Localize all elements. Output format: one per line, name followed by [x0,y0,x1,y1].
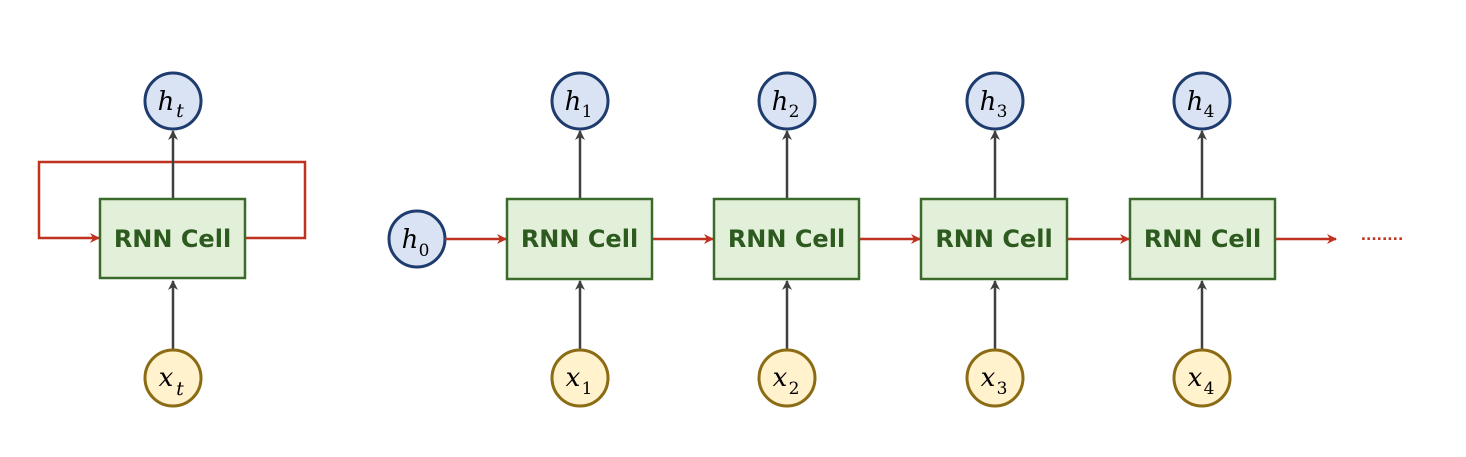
svg-text:h: h [565,87,582,117]
svg-text:x: x [773,363,788,393]
step-4-input-symbol: x [1188,363,1203,393]
svg-text:h: h [980,87,997,117]
step-3-output-symbol: h [980,87,997,117]
step-4-cell-label: RNN Cell [1144,225,1261,253]
svg-text:x: x [159,363,174,393]
initial-state-node: h 0 [387,209,447,269]
folded-rnn-cell: RNN Cell [98,197,247,280]
continuation-dots: ........ [1361,228,1404,244]
svg-text:x: x [981,363,996,393]
folded-output-node: h t [143,71,203,131]
step-1-output-node [550,71,610,131]
step-4-input-subscript: 4 [1204,379,1215,399]
step-2-rnn-cell [712,197,861,281]
step-2-output-subscript: 2 [789,102,800,122]
step-1-output-subscript: 1 [582,102,593,122]
svg-text:h: h [158,87,175,117]
step-1-input-node [550,348,610,408]
step-2-cell-label: RNN Cell [728,225,845,253]
step-4: RNN Cell h 4 x 4 [1128,71,1277,408]
step-3-input-node [965,348,1025,408]
step-2-output-symbol: h [772,87,789,117]
folded-output-symbol: h [158,87,175,117]
initial-state-subscript: 0 [419,241,430,261]
step-2-output-node [757,71,817,131]
svg-text:h: h [772,87,789,117]
step-3-input-symbol: x [981,363,996,393]
step-2-input-subscript: 2 [789,379,800,399]
folded-rnn: RNN Cell h t x t [37,71,307,408]
folded-output-subscript: t [176,100,184,122]
step-3: RNN Cell h 3 x 3 [919,71,1069,408]
step-4-output-node [1172,71,1232,131]
step-4-input-node [1172,348,1232,408]
step-1-cell-label: RNN Cell [521,225,638,253]
step-4-output-subscript: 4 [1204,102,1215,122]
folded-input-symbol: x [159,363,174,393]
step-3-cell-label: RNN Cell [935,225,1052,253]
step-1-rnn-cell [505,197,654,281]
svg-text:h: h [402,225,419,255]
initial-state-symbol: h [402,225,419,255]
step-2: RNN Cell h 2 x 2 [712,71,861,408]
step-2-input-symbol: x [773,363,788,393]
svg-text:h: h [1187,87,1204,117]
step-1-input-subscript: 1 [582,379,593,399]
step-4-rnn-cell [1128,197,1277,281]
unrolled-rnn: h 0 ........ RNN Cell h 1 x 1 [387,71,1404,408]
svg-text:x: x [566,363,581,393]
folded-cell-label: RNN Cell [114,225,231,253]
step-3-input-subscript: 3 [997,379,1008,399]
step-1-output-symbol: h [565,87,582,117]
step-1-input-symbol: x [566,363,581,393]
folded-input-subscript: t [176,378,184,400]
step-4-output-symbol: h [1187,87,1204,117]
step-1: RNN Cell h 1 x 1 [505,71,654,408]
folded-input-node: x t [143,348,203,408]
step-3-output-subscript: 3 [997,102,1008,122]
step-3-output-node [965,71,1025,131]
step-3-rnn-cell [919,197,1069,281]
svg-text:x: x [1188,363,1203,393]
step-2-input-node [757,348,817,408]
